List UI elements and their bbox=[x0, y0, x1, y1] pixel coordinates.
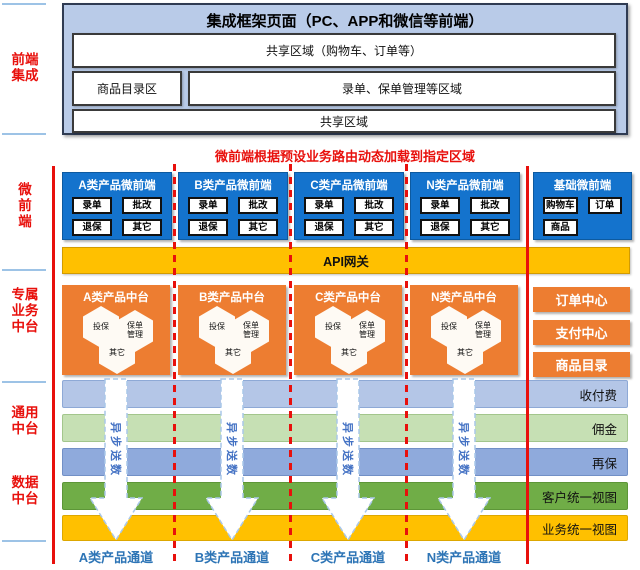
column-divider-dashed bbox=[173, 164, 176, 564]
async-arrow-label: 异步送数 bbox=[341, 422, 353, 478]
chip: 退保 bbox=[188, 219, 228, 236]
micro-frontend-box-a: A类产品微前端 录单 批改 退保 其它 bbox=[62, 172, 172, 240]
chip-grid: 录单 批改 退保 其它 bbox=[63, 193, 171, 236]
micro-frontend-box-n: N类产品微前端 录单 批改 退保 其它 bbox=[410, 172, 520, 240]
chip: 退保 bbox=[72, 219, 112, 236]
chip: 录单 bbox=[72, 197, 112, 214]
hexagon-underwriting: 投保 bbox=[83, 306, 119, 348]
product-platform-box-a: A类产品中台 投保 保单管理 其它 bbox=[62, 285, 170, 375]
integration-frame: 集成框架页面（PC、APP和微信等前端） 共享区域（购物车、订单等） 商品目录区… bbox=[62, 3, 628, 135]
async-arrow bbox=[89, 378, 143, 542]
column-boundary-line bbox=[526, 166, 529, 564]
product-platform-box-b: B类产品中台 投保 保单管理 其它 bbox=[178, 285, 286, 375]
chip-grid: 录单 批改 退保 其它 bbox=[295, 193, 403, 236]
hexagon-policy-mgmt: 保单管理 bbox=[465, 310, 501, 352]
chip: 订单 bbox=[587, 197, 622, 214]
chip: 其它 bbox=[238, 219, 278, 236]
chip: 批改 bbox=[470, 197, 510, 214]
micro-frontend-box-base: 基础微前端 购物车 订单 商品 bbox=[533, 172, 632, 240]
chip: 批改 bbox=[354, 197, 394, 214]
service-product-catalog: 商品目录 bbox=[533, 352, 630, 377]
hexagon-other: 其它 bbox=[331, 332, 367, 374]
hexagon-other: 其它 bbox=[447, 332, 483, 374]
product-platform-title: B类产品中台 bbox=[199, 292, 265, 304]
catalog-area: 商品目录区 bbox=[72, 71, 182, 106]
column-divider-dashed bbox=[405, 164, 408, 564]
column-divider-dashed bbox=[289, 164, 292, 564]
section-divider bbox=[2, 381, 46, 383]
routing-note: 微前端根据预设业务路由动态加载到指定区域 bbox=[214, 149, 475, 164]
section-label-business: 专属业务中台 bbox=[11, 287, 39, 334]
section-label-micro: 微前端 bbox=[18, 182, 32, 229]
section-label-frontend: 前端集成 bbox=[11, 52, 39, 83]
hexagon-other: 其它 bbox=[215, 332, 251, 374]
product-platform-title: A类产品中台 bbox=[83, 292, 149, 304]
channel-label-c: C类产品通道 bbox=[310, 550, 386, 565]
section-divider bbox=[2, 269, 46, 271]
micro-frontend-title: 基础微前端 bbox=[553, 180, 612, 192]
chip: 批改 bbox=[122, 197, 162, 214]
chip: 其它 bbox=[354, 219, 394, 236]
async-arrow-label: 异步送数 bbox=[225, 422, 237, 478]
chip: 商品 bbox=[543, 219, 578, 236]
product-platform-title: N类产品中台 bbox=[431, 292, 497, 304]
async-arrow bbox=[437, 378, 491, 542]
chip-grid: 购物车 订单 商品 bbox=[534, 193, 631, 236]
product-platform-box-n: N类产品中台 投保 保单管理 其它 bbox=[410, 285, 518, 375]
micro-frontend-title: B类产品微前端 bbox=[194, 180, 272, 192]
shared-area-top: 共享区域（购物车、订单等） bbox=[72, 33, 616, 68]
chip: 退保 bbox=[420, 219, 460, 236]
micro-frontend-box-b: B类产品微前端 录单 批改 退保 其它 bbox=[178, 172, 288, 240]
chip: 批改 bbox=[238, 197, 278, 214]
chip: 购物车 bbox=[543, 197, 578, 214]
order-management-area: 录单、保单管理等区域 bbox=[188, 71, 616, 106]
chip: 退保 bbox=[304, 219, 344, 236]
column-boundary-line bbox=[52, 166, 55, 564]
section-divider bbox=[2, 540, 46, 542]
product-platform-box-c: C类产品中台 投保 保单管理 其它 bbox=[294, 285, 402, 375]
chip-grid: 录单 批改 退保 其它 bbox=[179, 193, 287, 236]
section-divider bbox=[2, 133, 46, 135]
product-platform-title: C类产品中台 bbox=[315, 292, 381, 304]
chip: 其它 bbox=[470, 219, 510, 236]
integration-frame-title: 集成框架页面（PC、APP和微信等前端） bbox=[206, 13, 484, 30]
async-arrow-label: 异步送数 bbox=[457, 422, 469, 478]
chip: 其它 bbox=[122, 219, 162, 236]
section-divider bbox=[2, 3, 46, 5]
channel-label-a: A类产品通道 bbox=[78, 550, 154, 565]
service-order-center: 订单中心 bbox=[533, 287, 630, 312]
async-arrow bbox=[321, 378, 375, 542]
micro-frontend-title: N类产品微前端 bbox=[426, 180, 504, 192]
section-label-data: 数据中台 bbox=[11, 475, 39, 506]
api-gateway-bar: API网关 bbox=[62, 247, 630, 274]
micro-frontend-title: A类产品微前端 bbox=[78, 180, 156, 192]
chip: 录单 bbox=[188, 197, 228, 214]
micro-frontend-title: C类产品微前端 bbox=[310, 180, 388, 192]
chip: 录单 bbox=[420, 197, 460, 214]
hexagon-other: 其它 bbox=[99, 332, 135, 374]
async-arrow-label: 异步送数 bbox=[109, 422, 121, 478]
async-arrow bbox=[205, 378, 259, 542]
channel-label-b: B类产品通道 bbox=[194, 550, 270, 565]
service-payment-center: 支付中心 bbox=[533, 320, 630, 345]
section-label-common: 通用中台 bbox=[11, 405, 39, 436]
micro-frontend-box-c: C类产品微前端 录单 批改 退保 其它 bbox=[294, 172, 404, 240]
chip-grid: 录单 批改 退保 其它 bbox=[411, 193, 519, 236]
channel-label-n: N类产品通道 bbox=[426, 550, 502, 565]
chip: 录单 bbox=[304, 197, 344, 214]
shared-area-bottom: 共享区域 bbox=[72, 109, 616, 133]
